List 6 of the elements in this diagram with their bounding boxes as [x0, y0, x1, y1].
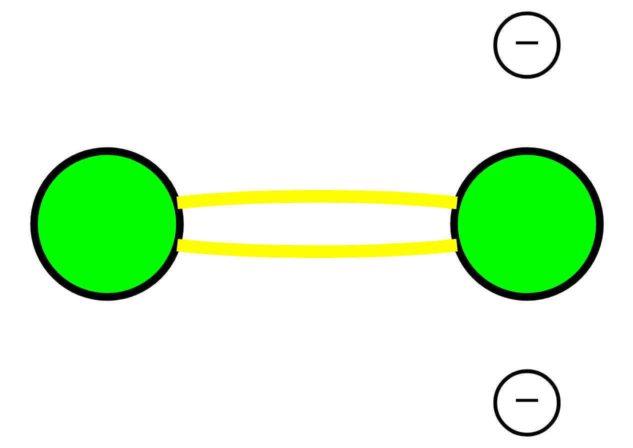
node-circle: −	[492, 369, 560, 437]
node-circle: −	[492, 11, 560, 79]
connector	[176, 190, 458, 210]
node-circle	[30, 147, 184, 301]
connector	[176, 238, 458, 258]
node-circle	[450, 147, 604, 301]
